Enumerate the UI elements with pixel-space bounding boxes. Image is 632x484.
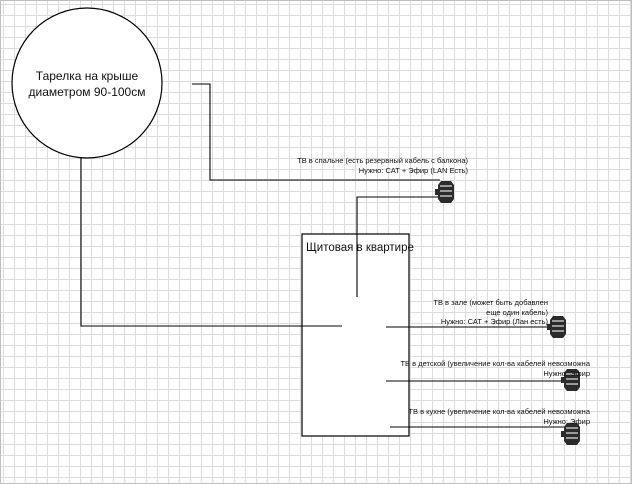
bedroom-tv-label-line2: Нужно: САТ + Эфир (LAN Есть) (358, 165, 468, 175)
bedroom-tv-label-line1: ТВ в спальне (есть резервный кабель с ба… (297, 156, 468, 165)
bedroom-tv-label: ТВ в спальне (есть резервный кабель с ба… (297, 156, 468, 175)
tv-connector-icon (561, 369, 580, 391)
living-room-tv-label-line1: ТВ в зале (может быть добавлен (433, 298, 548, 307)
kitchen-tv-label-line2: Нужно: Эфир (543, 416, 590, 426)
panel-to-bedroom-cable (356, 196, 438, 297)
kids-room-tv-label-line1: ТВ в детской (увеличение кол-ва кабелей … (400, 359, 590, 368)
satellite-dish-shape (11, 7, 163, 159)
tv-connector-icon (547, 316, 566, 338)
living-room-tv-label: ТВ в зале (может быть добавлен еще один … (433, 298, 548, 327)
kids-room-tv-label-line2: Нужно: Эфир (543, 368, 590, 378)
dish-to-panel-cable (80, 158, 342, 327)
kitchen-tv-label: ТВ в кухне (увеличение кол-ва кабелей не… (408, 407, 590, 426)
panel-label: Щитовая в квартире (306, 242, 414, 254)
tv-connector-icon (561, 423, 580, 445)
kitchen-tv-label-line1: ТВ в кухне (увеличение кол-ва кабелей не… (408, 407, 590, 416)
bedroom-reserve-cable (192, 83, 440, 181)
kids-room-tv-label: ТВ в детской (увеличение кол-ва кабелей … (400, 359, 590, 378)
distribution-panel-shape (301, 233, 410, 437)
dish-label: Тарелка на крыше диаметром 90-100см (12, 68, 162, 100)
living-room-tv-label-line3: Нужно: САТ + Эфир (Лан есть) (440, 317, 548, 326)
dish-label-line1: Тарелка на крыше (35, 69, 139, 83)
dish-label-line2: диаметром 90-100см (28, 85, 146, 99)
living-room-tv-label-line2: еще один кабель) (486, 307, 548, 317)
tv-connector-icon (435, 181, 454, 203)
